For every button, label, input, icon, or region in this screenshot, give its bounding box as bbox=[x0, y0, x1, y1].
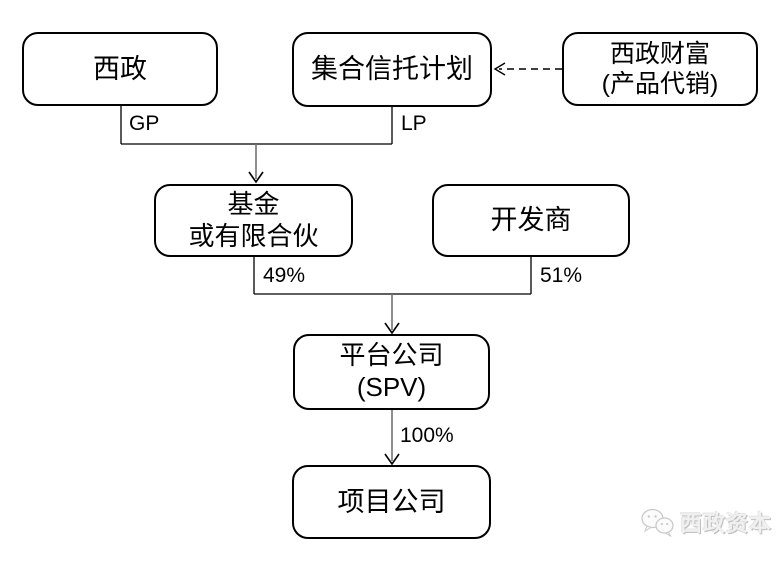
node-spv-line2: (SPV) bbox=[356, 372, 427, 402]
edge-label-gp: GP bbox=[129, 112, 160, 135]
node-project-company: 项目公司 bbox=[292, 465, 491, 539]
node-fund-line1: 基金 bbox=[227, 188, 280, 219]
edge-label-developer-share: 51% bbox=[540, 264, 583, 287]
edge-label-spv-share: 100% bbox=[400, 424, 454, 447]
node-developer-label: 开发商 bbox=[490, 205, 572, 236]
node-spv-line1: 平台公司 bbox=[339, 340, 444, 371]
node-xizheng-wealth: 西政财富 (产品代销) bbox=[562, 32, 758, 106]
node-fund: 基金 或有限合伙 bbox=[154, 184, 353, 257]
arrowhead-fund bbox=[248, 171, 264, 184]
node-trust-plan: 集合信托计划 bbox=[292, 32, 492, 107]
arrowhead-wealth bbox=[493, 62, 506, 76]
node-wealth-line1: 西政财富 bbox=[609, 39, 710, 68]
edge-label-lp: LP bbox=[401, 112, 427, 135]
watermark: 西政资本 bbox=[640, 506, 772, 538]
node-xizheng-label: 西政 bbox=[93, 53, 147, 84]
node-developer: 开发商 bbox=[432, 184, 630, 257]
node-project-label: 项目公司 bbox=[337, 486, 446, 517]
node-fund-line2: 或有限合伙 bbox=[188, 220, 319, 251]
arrowhead-spv bbox=[384, 322, 400, 335]
node-trust-label: 集合信托计划 bbox=[311, 54, 473, 85]
node-wealth-line2: (产品代销) bbox=[601, 70, 719, 98]
edge-label-fund-share: 49% bbox=[263, 264, 306, 287]
arrowhead-project bbox=[384, 453, 400, 466]
node-xizheng: 西政 bbox=[22, 32, 218, 106]
wechat-icon bbox=[641, 508, 674, 537]
watermark-text: 西政资本 bbox=[680, 511, 773, 536]
node-spv: 平台公司 (SPV) bbox=[293, 334, 490, 410]
